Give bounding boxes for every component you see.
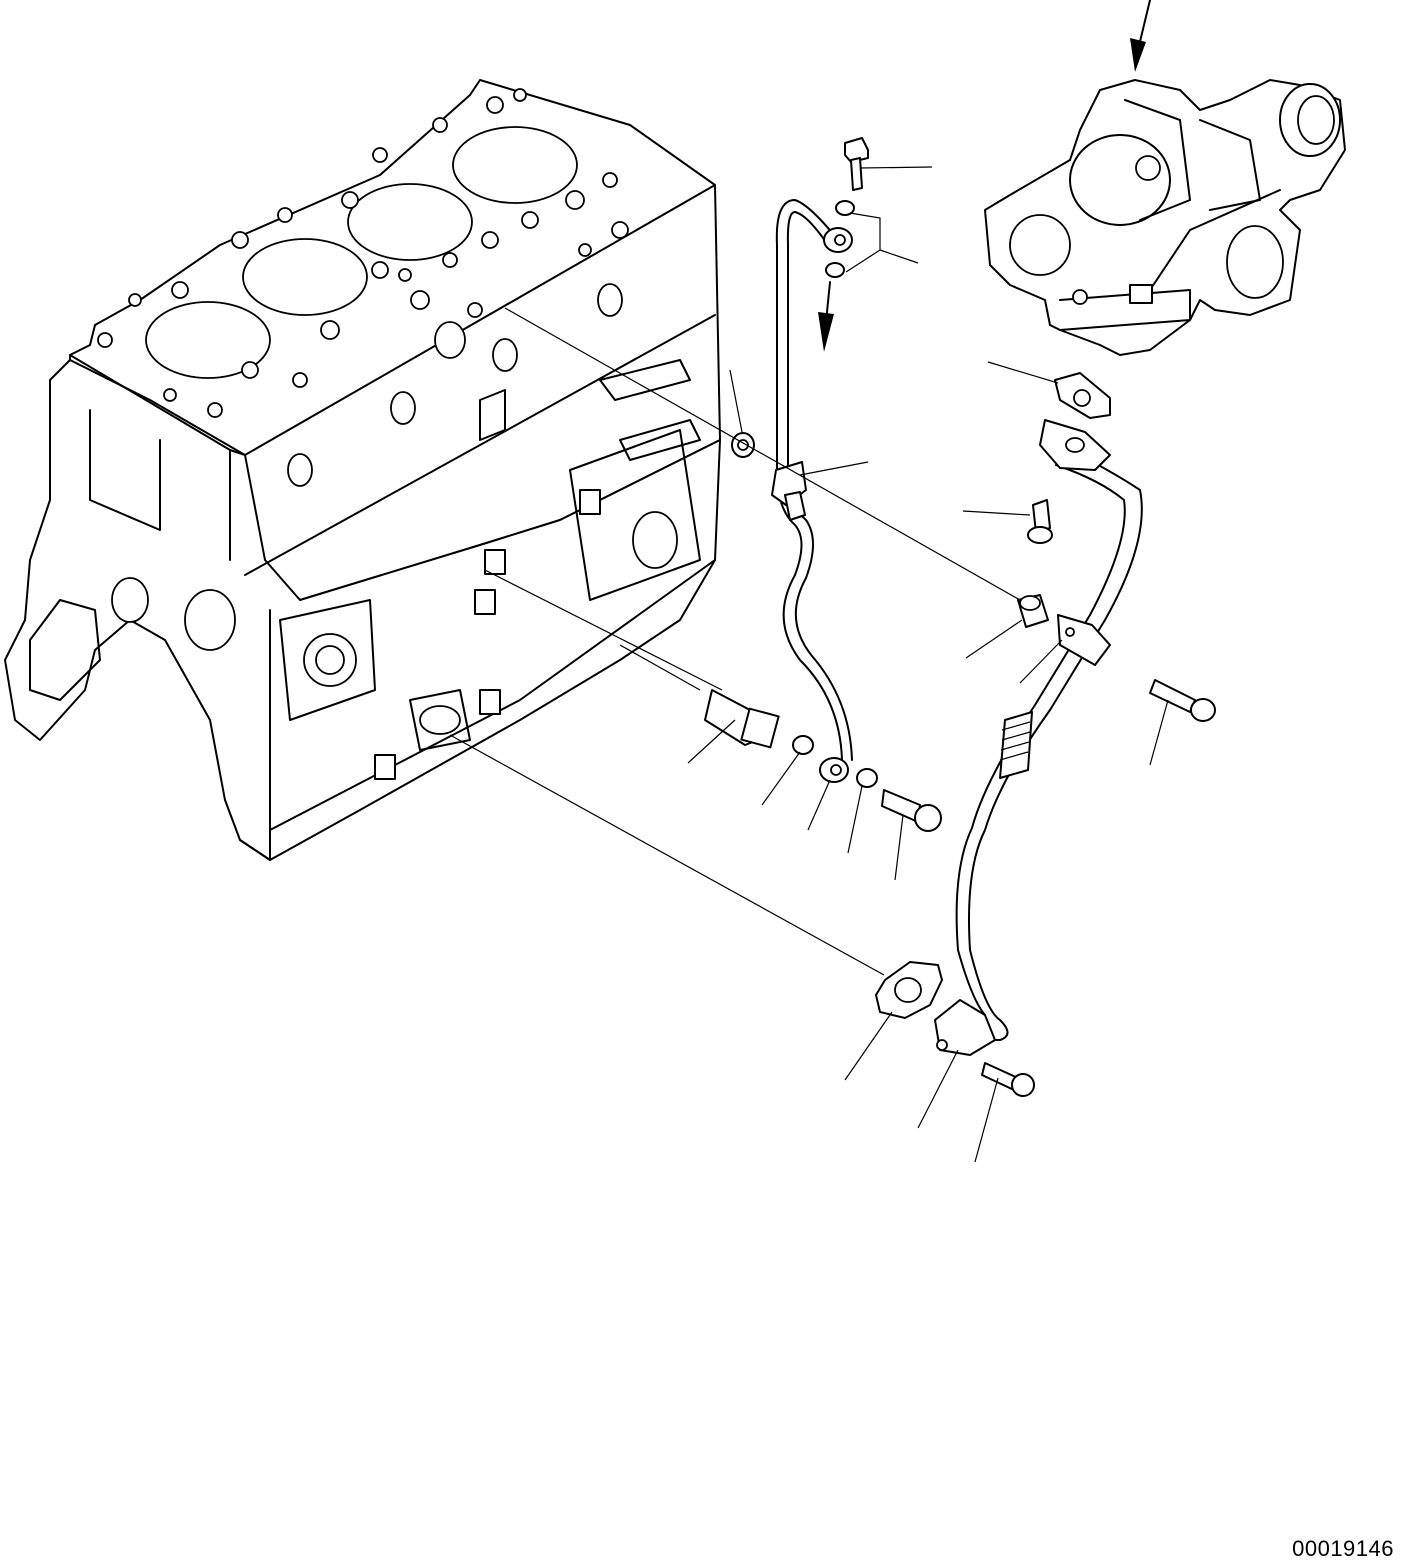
arrow-down-icon — [1130, 38, 1146, 72]
washer-upper-2 — [826, 263, 844, 277]
fasteners — [705, 138, 1215, 1096]
oil-return-tube — [935, 420, 1142, 1055]
washer-lower-2 — [857, 769, 877, 787]
eye-bolt — [845, 138, 868, 162]
direction-arrows — [818, 0, 1150, 352]
arrow-down-icon — [818, 312, 834, 352]
oil-feed-tube — [772, 200, 852, 782]
return-tube-clamp — [1058, 615, 1110, 665]
deck-holes — [98, 89, 628, 417]
cylinder-block — [5, 80, 720, 860]
alignment-lines — [450, 308, 1020, 975]
leader-lines — [688, 167, 1168, 1162]
washer-lower-1 — [793, 736, 813, 754]
rubber-hose — [1000, 712, 1032, 778]
turbocharger — [985, 80, 1345, 355]
washer-upper-1 — [836, 201, 854, 215]
bolt-flange-upper — [1033, 500, 1050, 533]
bolt-clamp — [1150, 680, 1195, 712]
drawing-reference-number: 00019146 — [1292, 1536, 1394, 1561]
